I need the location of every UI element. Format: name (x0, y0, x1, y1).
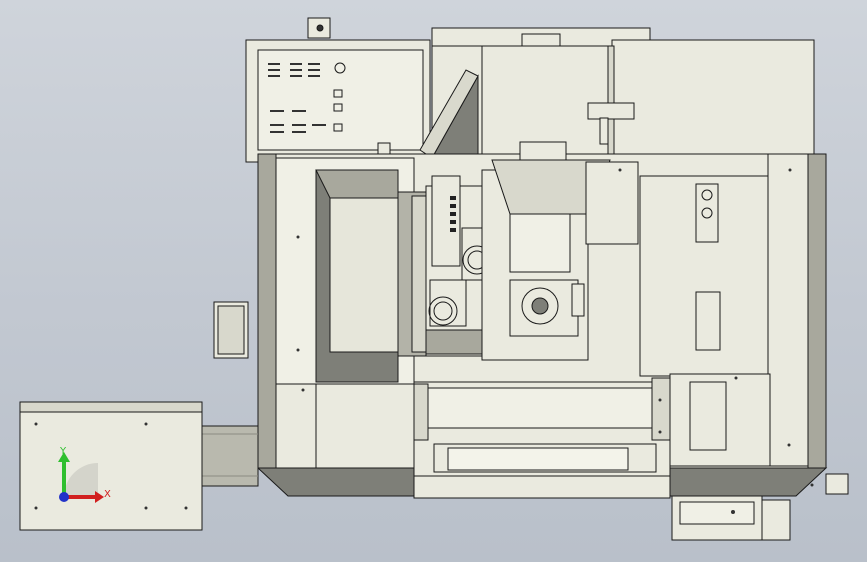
cabinet-panel (257, 49, 424, 151)
z-axis-dot (59, 492, 69, 502)
spindle-bolts (450, 196, 456, 232)
lower-slide (423, 387, 659, 429)
side-box-inset (217, 305, 245, 355)
x-axis-arrow (95, 491, 104, 503)
lug-hole (316, 24, 324, 32)
y-axis-label: Y (59, 446, 67, 457)
gauge-top (701, 189, 713, 201)
wheel-face (411, 195, 427, 353)
lower-base-left (315, 383, 415, 469)
cabinet-connectors (333, 89, 343, 132)
workhead-gap (571, 283, 585, 317)
chute-ribs (202, 433, 258, 477)
left-body-shadow (257, 153, 277, 469)
x-axis-label: X (104, 489, 111, 500)
control-panel (679, 501, 755, 525)
door-inner (329, 197, 399, 353)
coolant-tank (19, 401, 203, 531)
coolant-tank-top (19, 401, 203, 413)
cabinet-vents (268, 63, 326, 133)
central-column (479, 45, 609, 157)
upper-right-cover (611, 39, 815, 157)
right-body-shadow (807, 153, 827, 469)
axis-triad: Y X (58, 446, 111, 503)
conveyor-chute (201, 425, 259, 487)
slot-panel (695, 291, 721, 351)
upper-cap (521, 33, 561, 47)
cabinet-latch (377, 142, 391, 156)
foot-left (256, 467, 415, 497)
door-bevel-top (315, 169, 399, 199)
lower-right-door (689, 381, 727, 451)
bracket (587, 102, 635, 145)
right-post (825, 473, 849, 495)
foot-right (669, 467, 828, 497)
right-outer-panel (767, 153, 809, 467)
gauge-bottom (701, 207, 713, 219)
cabinet-knob (334, 62, 346, 74)
lower-channel-inner (447, 447, 629, 471)
rivets (34, 168, 814, 514)
chuck-disc-inner (531, 297, 549, 315)
lower-left-rail (413, 383, 429, 441)
control-side (761, 499, 791, 541)
pulley-frame (429, 279, 467, 327)
right-slide-cover (585, 161, 639, 245)
workhead-block (509, 209, 571, 273)
y-axis-arrow (58, 452, 70, 462)
lower-pulley-inner (433, 301, 453, 321)
lower-right-rail (651, 377, 671, 441)
base-plinth (413, 475, 671, 499)
